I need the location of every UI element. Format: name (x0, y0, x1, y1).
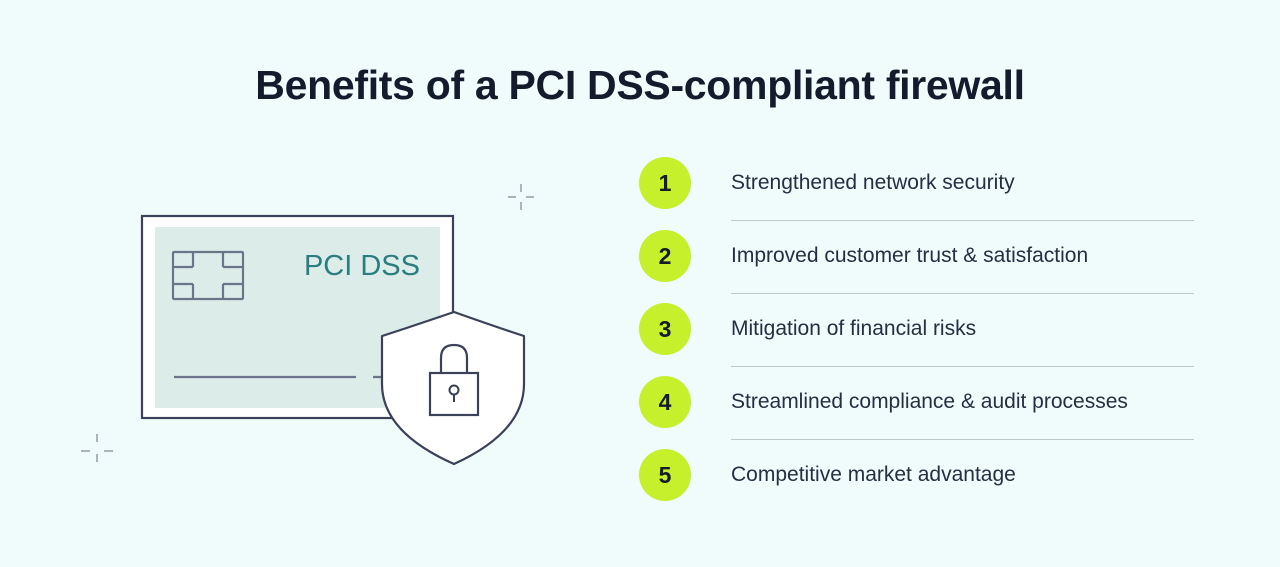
sparkle-icon (81, 434, 113, 462)
pci-card-illustration: PCI DSS (70, 170, 570, 490)
divider (731, 220, 1194, 221)
list-item: 1 Strengthened network security (639, 157, 1199, 230)
benefit-label: Mitigation of financial risks (731, 317, 977, 340)
number-badge: 2 (639, 230, 691, 282)
divider (731, 293, 1194, 294)
number-badge: 5 (639, 449, 691, 501)
card-chip-icon (171, 250, 245, 301)
list-item: 2 Improved customer trust & satisfaction (639, 230, 1199, 303)
list-item: 4 Streamlined compliance & audit process… (639, 376, 1199, 449)
benefit-label: Competitive market advantage (731, 463, 1016, 486)
benefit-label: Streamlined compliance & audit processes (731, 390, 1128, 413)
credit-card-icon: PCI DSS (140, 214, 455, 420)
page-title: Benefits of a PCI DSS-compliant firewall (255, 62, 1025, 108)
benefit-label: Improved customer trust & satisfaction (731, 244, 1089, 267)
divider (731, 366, 1194, 367)
shield-lock-icon (380, 310, 526, 466)
list-item: 5 Competitive market advantage (639, 449, 1199, 522)
number-badge: 1 (639, 157, 691, 209)
sparkle-icon (508, 184, 534, 210)
divider (731, 439, 1194, 440)
number-badge: 3 (639, 303, 691, 355)
card-label: PCI DSS (304, 250, 420, 282)
number-badge: 4 (639, 376, 691, 428)
list-item: 3 Mitigation of financial risks (639, 303, 1199, 376)
benefit-label: Strengthened network security (731, 171, 1015, 194)
benefits-list: 1 Strengthened network security 2 Improv… (639, 157, 1199, 522)
